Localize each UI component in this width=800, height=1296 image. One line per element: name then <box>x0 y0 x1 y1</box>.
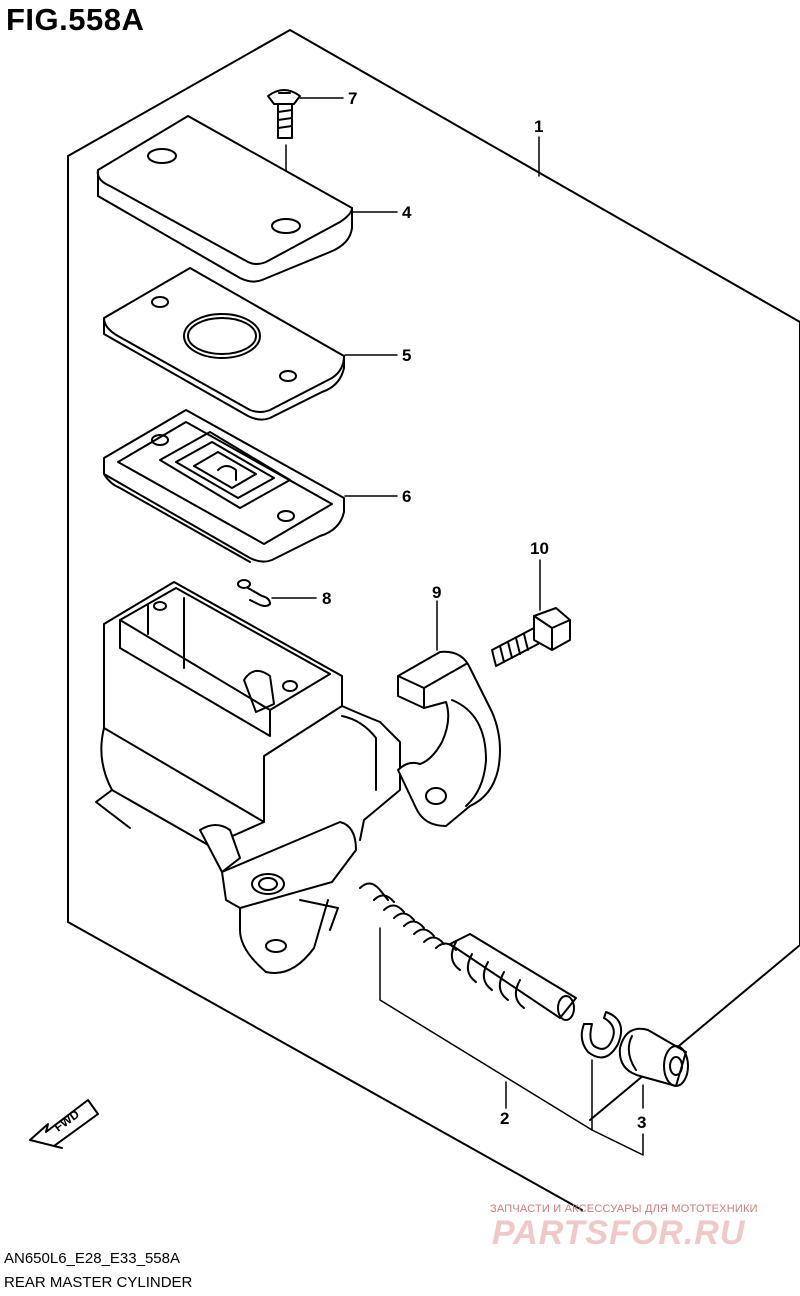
clip-part-8 <box>237 579 271 607</box>
circlip <box>580 1011 622 1059</box>
diagram-code: AN650L6_E28_E33_558A <box>4 1250 180 1267</box>
boot-part-3 <box>618 1027 689 1087</box>
assembly-boundary <box>67 29 800 1211</box>
reservoir-cap-part-4 <box>96 115 353 283</box>
figure-title: FIG.558A <box>6 2 145 37</box>
diaphragm-part-6 <box>103 409 345 563</box>
callout-2: 2 <box>500 1109 509 1128</box>
fwd-arrow-icon: FWD <box>29 1099 99 1149</box>
callout-labels: 1 2 3 4 5 6 7 8 9 10 <box>322 89 646 1132</box>
diaphragm-plate-part-5 <box>103 267 345 421</box>
callout-6: 6 <box>402 487 411 506</box>
watermark-tagline: ЗАПЧАСТИ И АКСЕССУАРЫ ДЛЯ МОТОТЕХНИКИ <box>490 1203 758 1215</box>
diagram-caption: REAR MASTER CYLINDER <box>4 1274 193 1291</box>
callout-8: 8 <box>322 589 331 608</box>
callout-9: 9 <box>432 583 441 602</box>
leader-lines <box>271 97 644 1156</box>
master-cylinder-body <box>95 581 401 974</box>
callout-3: 3 <box>637 1113 646 1132</box>
callout-10: 10 <box>530 539 549 558</box>
piston-kit-part-2 <box>359 882 577 1021</box>
callout-1: 1 <box>534 117 543 136</box>
bolt-part-10 <box>491 607 571 667</box>
clamp-part-9 <box>397 650 501 827</box>
screw-part-7 <box>267 89 301 139</box>
callout-5: 5 <box>402 346 411 365</box>
callout-4: 4 <box>402 203 412 222</box>
callout-7: 7 <box>348 89 357 108</box>
watermark-logo: PARTSFOR.RU <box>492 1214 746 1252</box>
